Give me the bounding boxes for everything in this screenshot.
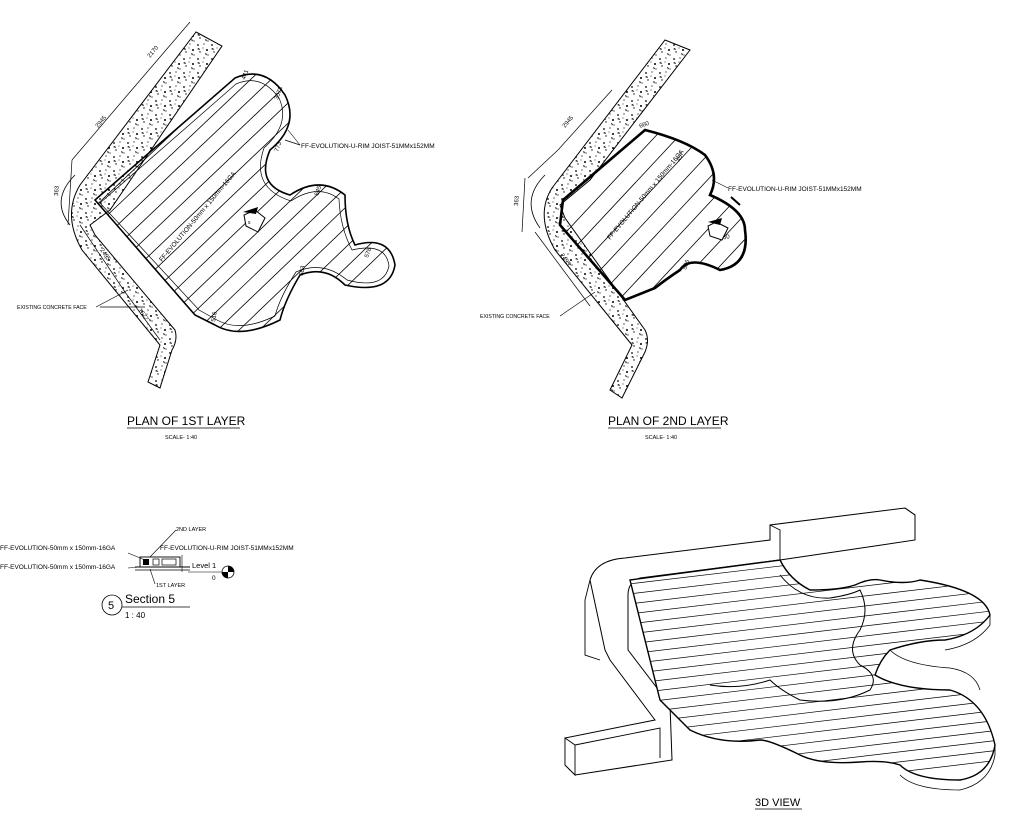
- section-joist-bottom-note: FF-EVOLUTION-50mm x 150mm-16GA: [0, 564, 116, 571]
- concrete-face-note-2: EXISTING CONCRETE FACE: [480, 314, 550, 320]
- deck-outline-2: [558, 128, 748, 302]
- concrete-face-note-1: EXISTING CONCRETE FACE: [17, 305, 87, 311]
- dim-text: 545: [314, 185, 323, 197]
- dim-text: 683: [299, 265, 307, 277]
- dim-text: 2945: [95, 115, 109, 130]
- dim-text: 3573: [274, 85, 284, 100]
- section-number: 5: [108, 600, 114, 612]
- level-value: 0: [212, 575, 216, 582]
- 3d-view-title: 3D VIEW: [755, 797, 801, 809]
- section-marker: [707, 196, 741, 241]
- dim-text: 441: [241, 69, 250, 81]
- joist-note-2: FF-EVOLUTION-50mm x 150mm-16GA: [606, 148, 686, 241]
- section-5-detail: 2ND LAYER FF-EVOLUTION-U-RIM JOIST-51MMx…: [0, 527, 294, 620]
- section-label-2nd-layer: 2ND LAYER: [176, 527, 206, 533]
- dim-text: 2945: [562, 115, 576, 130]
- section-joist-top-note: FF-EVOLUTION-50mm x 150mm-16GA: [0, 545, 116, 552]
- dim-text: 363: [54, 185, 61, 196]
- plan1-scale: SCALE- 1:40: [165, 435, 197, 441]
- plan-2nd-layer: 2945 363 2495 660 457 850 586 FF-EVOLUTI…: [480, 39, 862, 441]
- level-label: Level 1: [192, 561, 216, 570]
- 3d-view: 3D VIEW: [564, 507, 996, 810]
- rim-joist-note-2: FF-EVOLUTION-U-RIM JOIST-51MMx152MM: [728, 186, 862, 193]
- svg-text:5: 5: [248, 220, 251, 225]
- concrete-kerb-1: [71, 31, 223, 389]
- dim-text: 516: [211, 311, 219, 323]
- rim-joist-note-1: FF-EVOLUTION-U-RIM JOIST-51MMx152MM: [301, 143, 435, 150]
- dim-text: 2170: [147, 45, 161, 60]
- deck-outline-1: [93, 73, 396, 333]
- dim-text: 660: [639, 121, 651, 130]
- deck-3d: [629, 559, 996, 781]
- dim-text: 773: [274, 141, 283, 153]
- section-scale: 1 : 40: [125, 611, 146, 620]
- concrete-kerb-2: [543, 39, 691, 399]
- section-marker: 5: [243, 207, 266, 233]
- dim-text: 363: [514, 195, 521, 206]
- dim-text: 850: [719, 234, 731, 242]
- dim-text: 457: [676, 151, 685, 163]
- plan2-title: PLAN OF 2ND LAYER: [608, 414, 729, 428]
- dim-text: 578: [364, 247, 373, 259]
- plan2-scale: SCALE- 1:40: [645, 435, 677, 441]
- plan-1st-layer: 2170 2945 363 2495 1677 441 3573 773 545…: [17, 21, 435, 441]
- section-rim-note: FF-EVOLUTION-U-RIM JOIST-51MMx152MM: [160, 545, 294, 552]
- section-label-1st-layer: 1ST LAYER: [156, 583, 185, 589]
- section-title: Section 5: [125, 592, 175, 606]
- dim-text: 586: [682, 259, 691, 271]
- plan1-title: PLAN OF 1ST LAYER: [127, 414, 246, 428]
